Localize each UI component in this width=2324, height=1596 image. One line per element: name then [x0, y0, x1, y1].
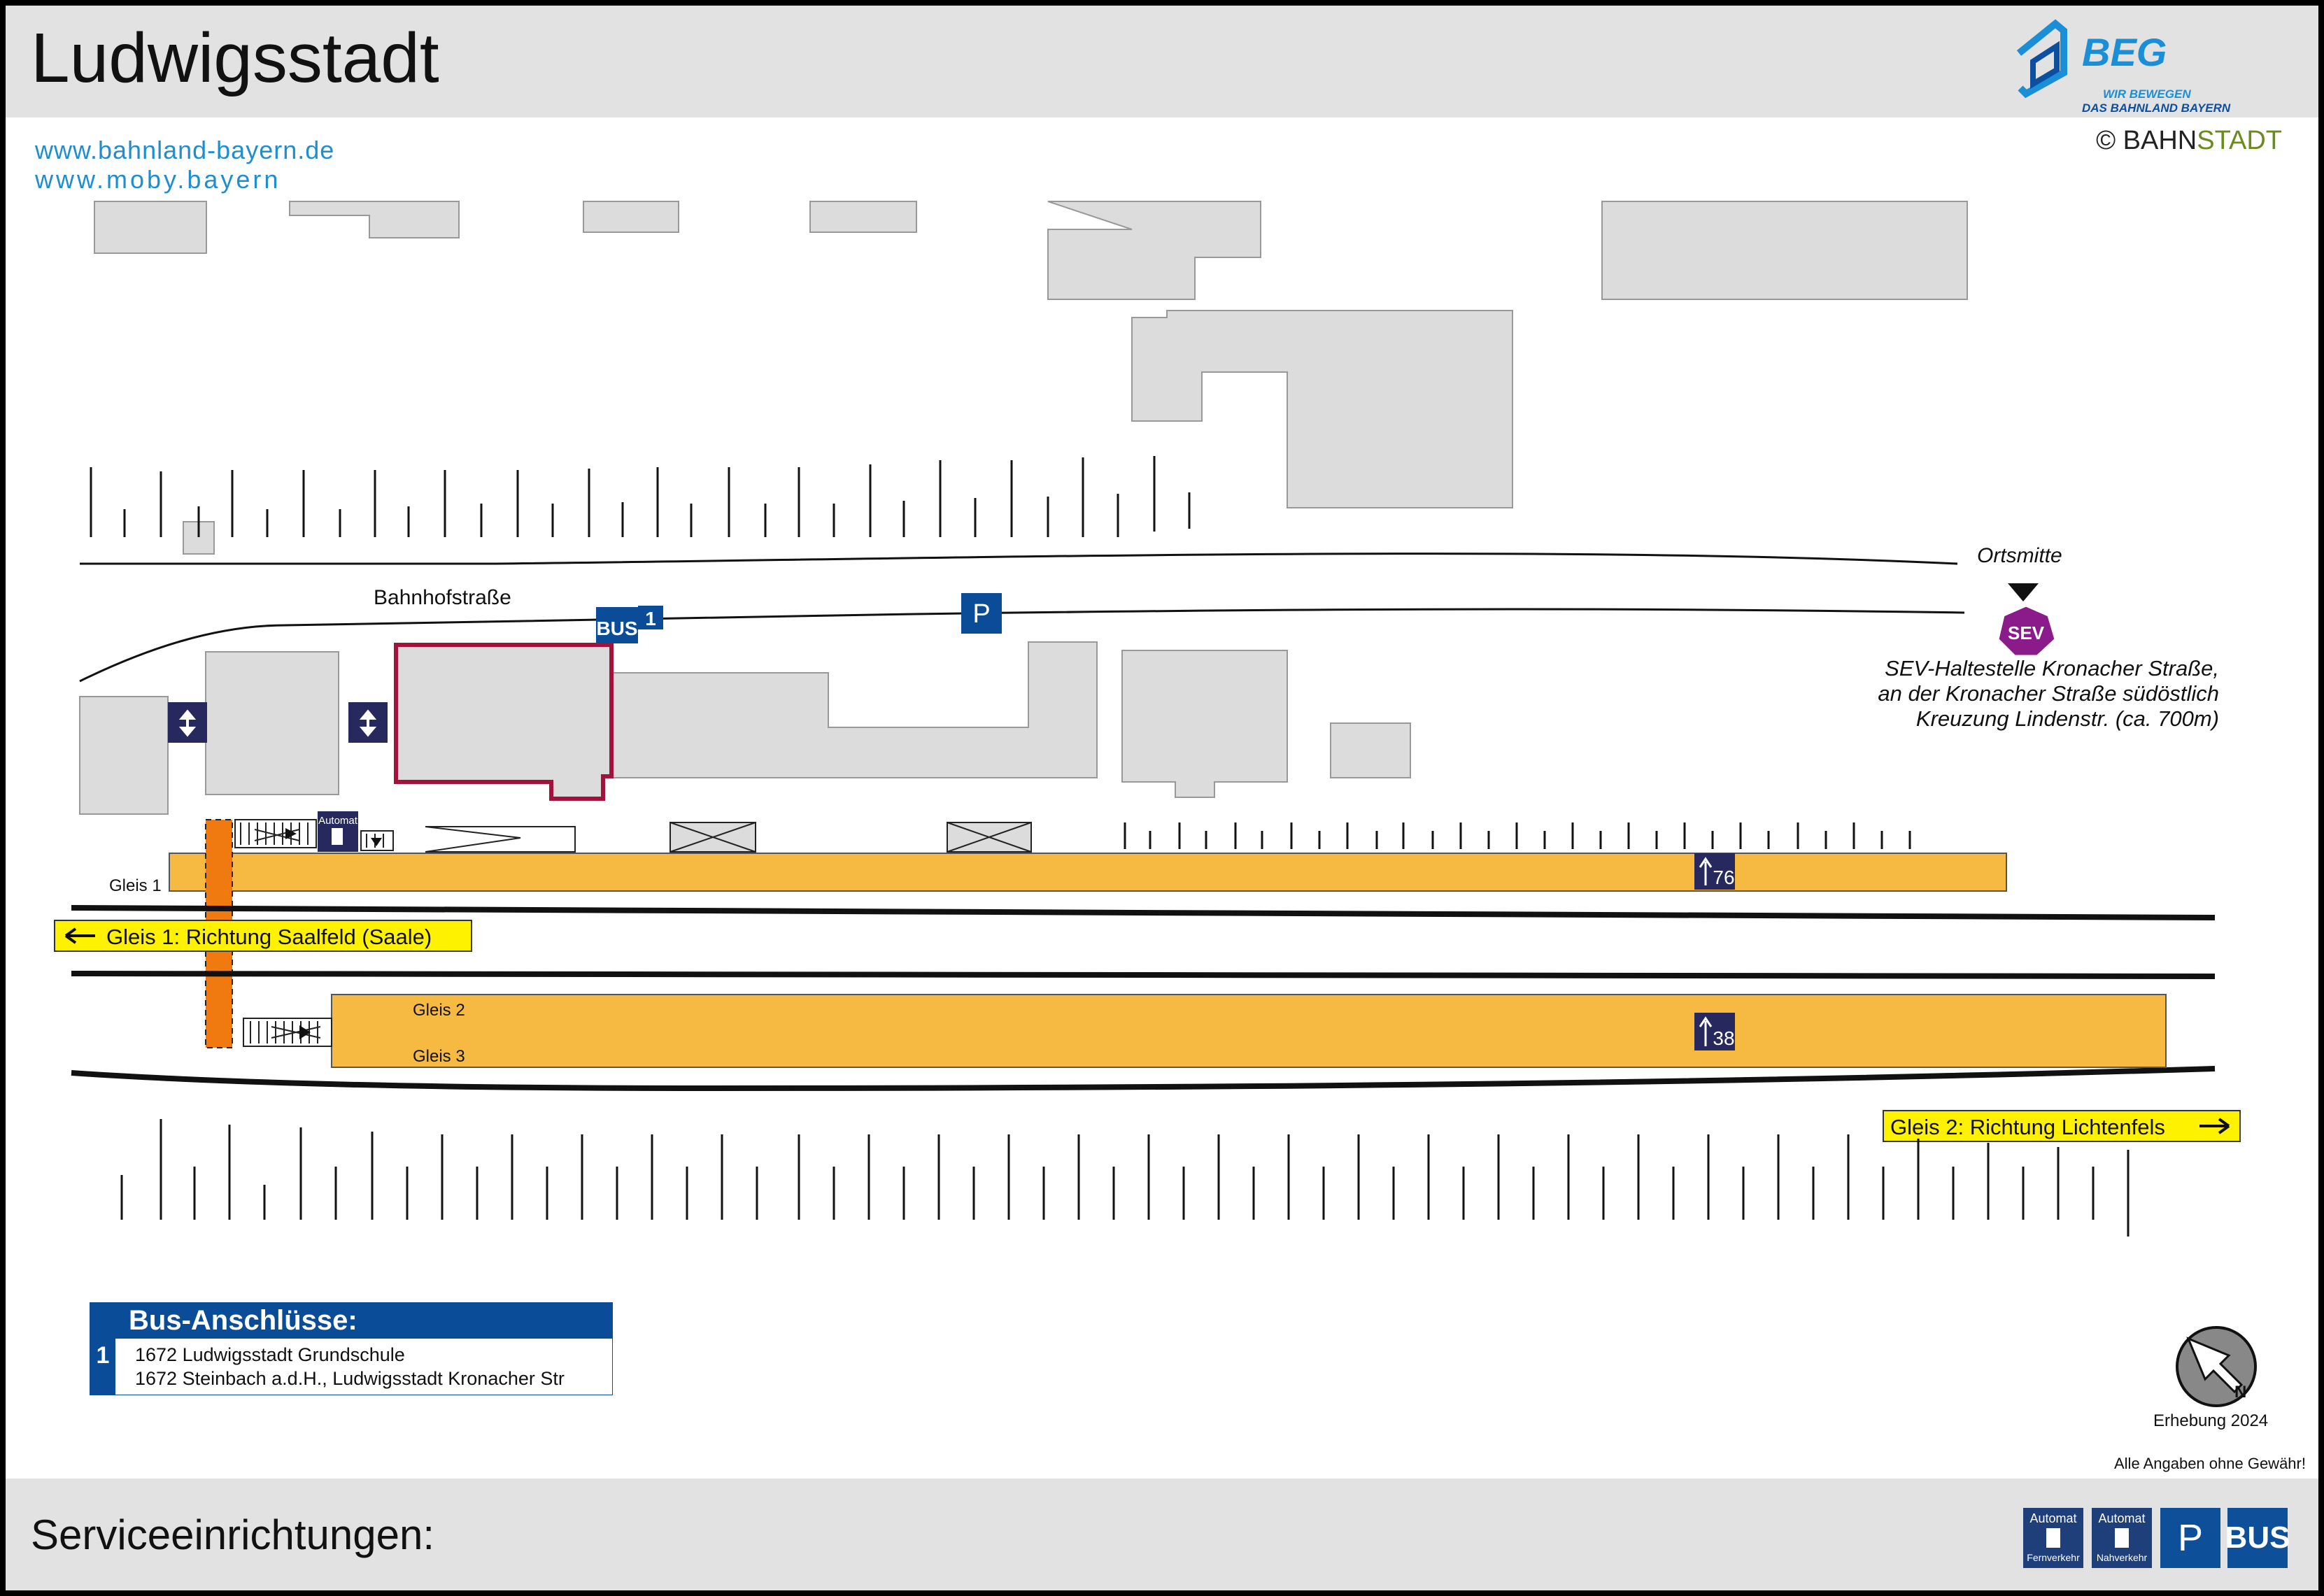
platform2-height: 38	[1713, 1027, 1734, 1049]
street-name: Bahnhofstraße	[374, 586, 511, 609]
building	[809, 201, 917, 233]
footer-bar: Serviceeinrichtungen: Automat Fernverkeh…	[6, 1479, 2318, 1590]
arrow-right-icon	[2199, 1118, 2230, 1134]
ortsmitte-label: Ortsmitte	[1977, 544, 2062, 567]
parking-icon: P	[2160, 1508, 2220, 1568]
direction-gleis-2: Gleis 2: Richtung Lichtenfels	[1890, 1115, 2165, 1139]
bahnland-link[interactable]: www.bahnland-bayern.de	[35, 136, 335, 164]
copyright-bahnstadt: © BAHNSTADT	[2096, 126, 2282, 156]
beg-name: BEG	[2082, 30, 2167, 74]
beg-slogan-2: DAS BAHNLAND BAYERN	[2082, 101, 2231, 115]
building	[1601, 201, 1968, 300]
building	[1047, 201, 1261, 300]
page-title: Ludwigsstadt	[31, 19, 439, 97]
service-label-bottom: Nahverkehr	[2096, 1552, 2148, 1563]
building	[205, 651, 339, 795]
service-label-top: Automat	[2029, 1511, 2077, 1525]
gleis-2-label: Gleis 2	[413, 1001, 465, 1020]
gleis-3-label: Gleis 3	[413, 1047, 465, 1066]
ramp-icon	[360, 830, 394, 851]
building	[1330, 722, 1411, 778]
building	[583, 201, 679, 233]
platform-height-sign-gleis-2-3: 38	[1694, 1013, 1735, 1050]
sev-note-line1: SEV-Haltestelle Kronacher Straße,	[1885, 656, 2219, 681]
sev-label: SEV	[2008, 622, 2045, 643]
parking-label: P	[972, 599, 990, 629]
fence-platform	[1124, 822, 1911, 849]
bus-line: 1672 Ludwigsstadt Grundschule	[135, 1344, 405, 1365]
ramp-outline	[425, 826, 576, 853]
bus-stop-sign: BUS 1	[596, 606, 663, 643]
copyright-prefix: © BAHN	[2096, 126, 2197, 155]
bus-connections-table: Bus-Anschlüsse: 1 1672 Ludwigsstadt Grun…	[90, 1302, 613, 1395]
beg-logo: BEG WIR BEWEGEN DAS BAHNLAND BAYERN	[2016, 19, 2231, 115]
direction-gleis-1: Gleis 1: Richtung Saalfeld (Saale)	[106, 925, 432, 949]
building	[1131, 310, 1513, 508]
bus-icon: BUS	[2225, 1508, 2290, 1568]
bus-stop-number-badge: 1	[90, 1339, 115, 1395]
beg-slogan-1: WIR BEWEGEN	[2103, 87, 2191, 101]
road-north-edge	[80, 553, 1958, 565]
direction-sign-gleis-2: Gleis 2: Richtung Lichtenfels	[1883, 1110, 2241, 1142]
building	[289, 201, 460, 238]
building	[79, 696, 169, 815]
fence-north	[90, 456, 1191, 537]
building	[94, 201, 207, 254]
ticket-machine-icon: Automat	[318, 811, 358, 852]
tracks	[71, 905, 2216, 1092]
stairs-icon	[243, 1018, 332, 1047]
bus-stop-label: BUS	[596, 618, 637, 639]
elevator-icon	[168, 702, 207, 743]
header-bar: Ludwigsstadt BEG WIR BEWEGEN DAS BAHNLAN…	[6, 6, 2318, 117]
north-arrow-icon: N	[2176, 1326, 2257, 1407]
building	[612, 641, 1098, 778]
service-label-top: Automat	[2098, 1511, 2146, 1525]
platform-height-sign-gleis-1: 76	[1694, 853, 1735, 890]
direction-sign-gleis-1: Gleis 1: Richtung Saalfeld (Saale)	[54, 920, 472, 952]
ticket-machine-long-distance-icon: Automat Fernverkehr	[2023, 1508, 2083, 1568]
track	[71, 905, 2216, 920]
moby-link[interactable]: www.moby.bayern	[35, 165, 281, 194]
sev-stop-icon: SEV	[1997, 604, 2057, 657]
roads	[79, 553, 1965, 683]
elevator-icon	[348, 702, 388, 743]
arrow-left-icon	[64, 927, 95, 944]
track	[71, 1066, 2216, 1092]
bus-connections-heading: Bus-Anschlüsse:	[90, 1302, 613, 1339]
survey-year: Erhebung 2024	[2153, 1411, 2269, 1430]
disclaimer: Alle Angaben ohne Gewähr!	[2114, 1455, 2306, 1472]
building	[1121, 650, 1288, 798]
gleis-1-label: Gleis 1	[109, 876, 162, 895]
buildings-north	[94, 201, 1968, 555]
fence-south	[120, 1119, 2130, 1237]
sev-note-line2: an der Kronacher Straße südöstlich	[1878, 681, 2219, 706]
services-title: Serviceeinrichtungen:	[31, 1511, 435, 1558]
sev-note-line3: Kreuzung Lindenstr. (ca. 700m)	[1916, 706, 2219, 731]
svg-text:N: N	[2234, 1383, 2246, 1402]
bus-line: 1672 Steinbach a.d.H., Ludwigsstadt Kron…	[135, 1368, 565, 1389]
ticket-machine-regional-icon: Automat Nahverkehr	[2092, 1508, 2152, 1568]
bus-connection-row: 1 1672 Ludwigsstadt Grundschule 1672 Ste…	[90, 1339, 613, 1395]
copyright-suffix: STADT	[2197, 126, 2282, 155]
buildings-south	[79, 641, 1411, 815]
parking-sign: P	[961, 593, 1002, 634]
ortsmitte-arrow-icon	[2008, 583, 2039, 601]
bus-stop-number: 1	[645, 608, 656, 629]
station-building	[394, 643, 614, 801]
service-label-bottom: Fernverkehr	[2027, 1552, 2080, 1563]
track	[71, 971, 2216, 980]
stairs-icon	[234, 819, 317, 848]
station-map: Bahnhofstraße Ortsmitte SEV SEV-Halteste…	[54, 201, 2257, 1407]
automat-label: Automat	[318, 815, 358, 827]
platform-gleis-2-3	[331, 994, 2167, 1068]
road-south-edge	[79, 608, 1965, 683]
platform1-height: 76	[1713, 867, 1734, 888]
